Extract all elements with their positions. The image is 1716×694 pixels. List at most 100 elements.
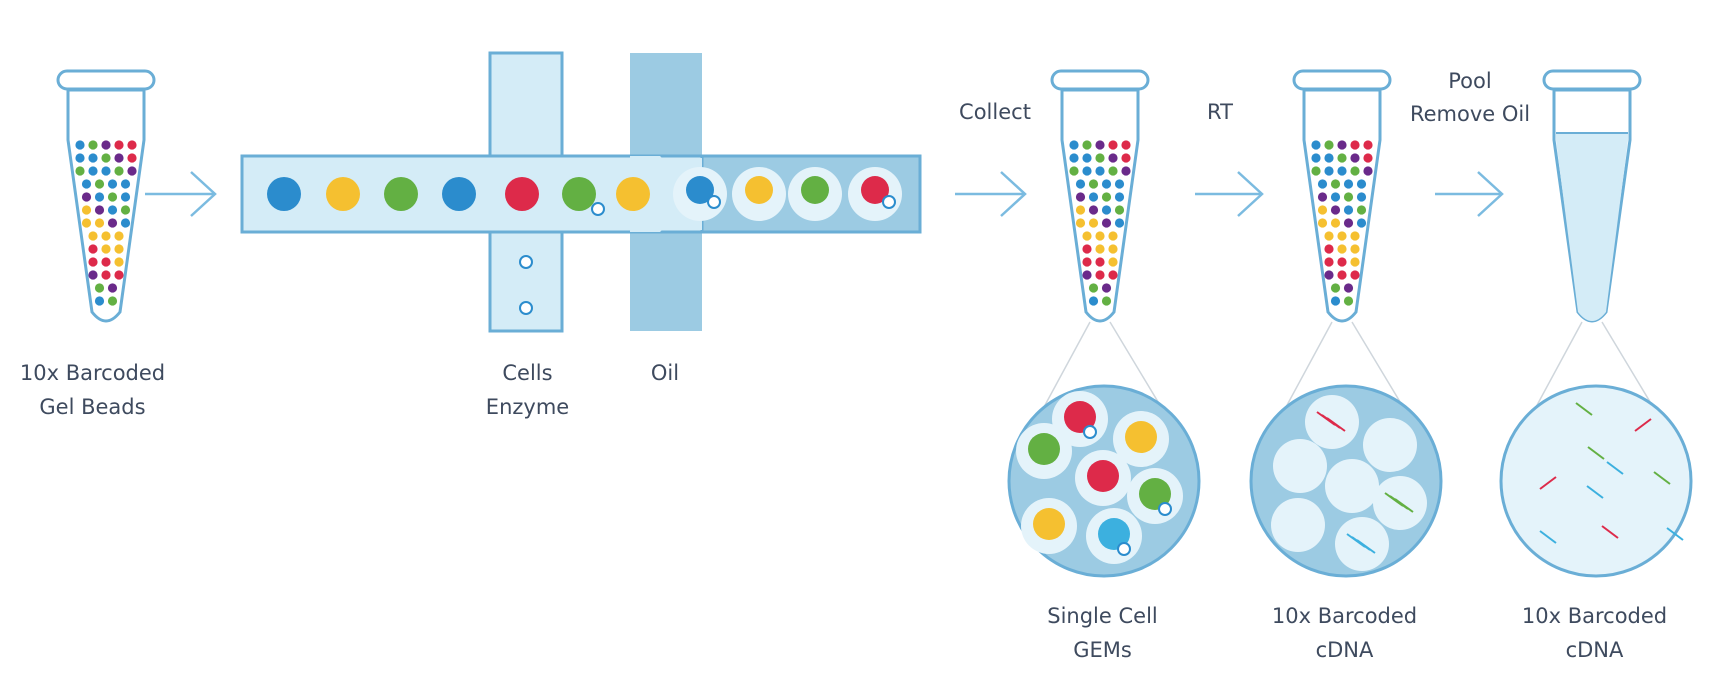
gel-bead [1108,270,1118,280]
gel-bead [1317,218,1328,228]
gel-bead [1088,218,1099,228]
gel-bead [745,176,773,204]
gel-bead [267,177,301,211]
gel-bead [107,205,118,215]
gel-bead [1324,140,1334,150]
step-collect-text: Collect [959,100,1031,124]
cell-dot [1158,502,1172,516]
gel-bead [88,231,98,241]
cdna-strand [1601,525,1619,539]
gel-bead [81,192,92,202]
label-gel-beads-line2: Gel Beads [39,395,146,419]
gem-droplet [1363,418,1417,472]
gel-bead [1324,166,1334,176]
gel-bead [1330,179,1341,189]
label-cells-line2: Enzyme [485,395,570,419]
gem-droplet [1325,459,1379,513]
gel-bead [562,177,596,211]
gel-bead [1088,179,1099,189]
tube-cap [1050,69,1150,91]
gel-bead [120,192,131,202]
pool-zoom [1499,321,1693,578]
gel-bead [94,218,105,228]
gel-bead [1064,401,1096,433]
cell-dot [519,255,533,269]
arrow-icon [1435,171,1504,217]
arrow-icon [145,171,217,217]
cdna-strand [1586,485,1604,499]
gel-bead [1324,231,1334,241]
gel-bead [1330,205,1341,215]
gel-bead [114,153,124,163]
gel-bead [75,153,85,163]
gel-bead [1075,218,1086,228]
gel-bead [94,296,105,306]
cdna-strand [1326,417,1346,432]
label-cdna-pool-line1: 10x Barcoded [1521,604,1668,628]
gel-bead [1114,218,1125,228]
gel-bead [101,166,111,176]
arrow-head [190,171,217,217]
gel-bead [1095,257,1105,267]
gel-bead [107,179,118,189]
gel-bead [1139,478,1171,510]
gel-bead [1343,205,1354,215]
gem-zoom [1007,321,1201,578]
gel-bead [1350,244,1360,254]
arrow-icon [1195,171,1264,217]
gel-bead [1069,153,1079,163]
gel-bead [81,218,92,228]
label-gel-beads-line1: 10x Barcoded [19,361,166,385]
gel-bead [94,179,105,189]
gel-bead [88,257,98,267]
gel-bead [127,140,137,150]
gel-bead [1095,270,1105,280]
gel-bead [1101,205,1112,215]
gel-bead [1075,205,1086,215]
gel-bead [114,257,124,267]
cdna-tube [1292,69,1392,323]
gel-bead [88,166,98,176]
gel-bead [88,244,98,254]
gel-bead [1101,296,1112,306]
gel-bead [1337,140,1347,150]
gel-bead [114,244,124,254]
gel-bead [1324,153,1334,163]
cdna-strand [1356,539,1376,554]
gel-bead [120,205,131,215]
gel-bead [1121,166,1131,176]
tube-cap [1292,69,1392,91]
gel-bead [1317,179,1328,189]
gel-bead [1337,231,1347,241]
gel-bead [94,205,105,215]
gel-bead [1082,231,1092,241]
tube-body [1302,88,1382,323]
gel-bead [101,244,111,254]
gel-bead [88,270,98,280]
gel-bead [1356,179,1367,189]
gel-bead [1098,518,1130,550]
step-rt: RT [1195,100,1245,124]
gel-bead [101,270,111,280]
gel-bead [1330,192,1341,202]
gel-bead [384,177,418,211]
gel-bead [1343,179,1354,189]
gel-bead [1082,257,1092,267]
gel-bead [114,140,124,150]
gel-bead [1363,166,1373,176]
gel-bead [127,153,137,163]
gel-bead [1350,140,1360,150]
cdna-strand [1539,476,1557,490]
gel-bead [101,140,111,150]
gel-bead [1356,192,1367,202]
gel-bead [75,140,85,150]
gel-bead [1350,257,1360,267]
step-collect: Collect [945,100,1045,124]
label-cdna-pool-line2: cDNA [1565,638,1624,662]
gel-bead [1350,166,1360,176]
gel-bead [1088,205,1099,215]
droplet-formation [630,156,680,232]
gel-bead [1028,433,1060,465]
label-cdna-rt-line2: cDNA [1315,638,1374,662]
gel-bead [861,176,889,204]
